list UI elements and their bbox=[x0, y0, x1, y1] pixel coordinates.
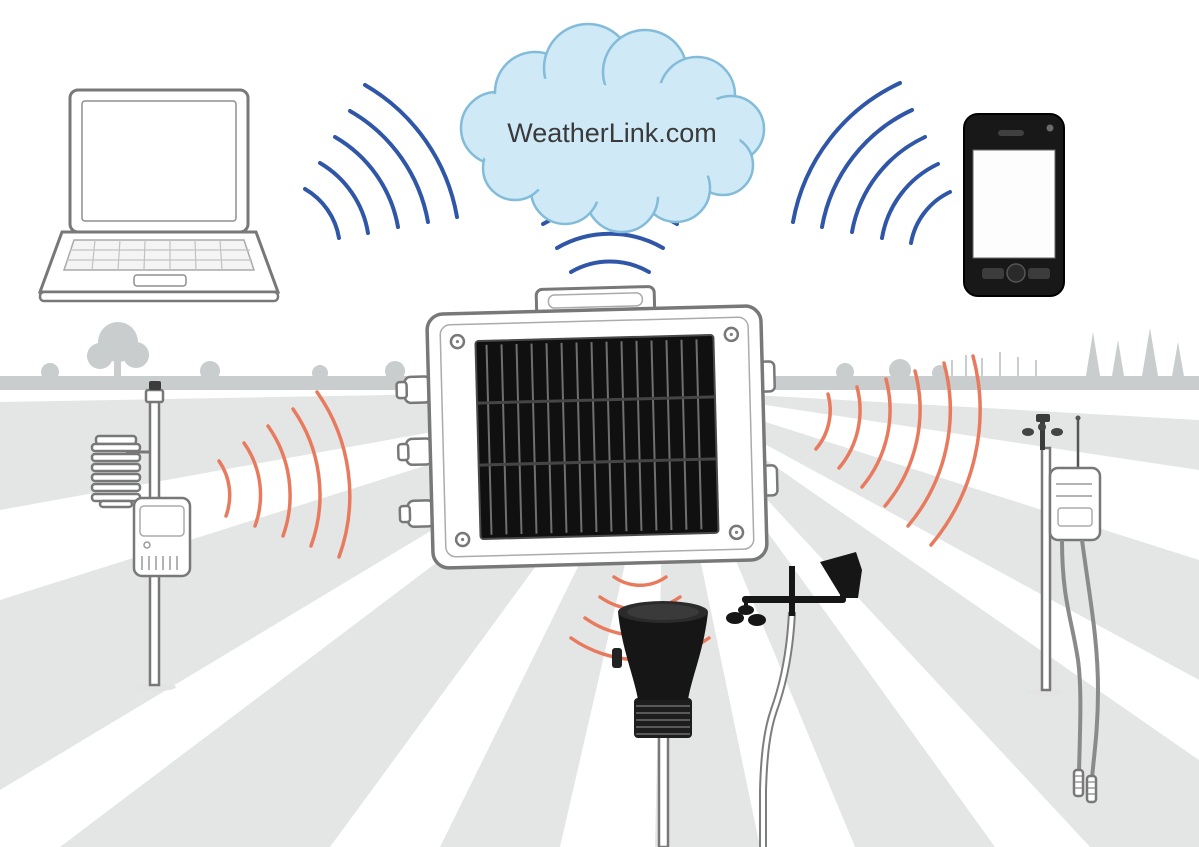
waves-cloud-to-phone bbox=[791, 81, 952, 245]
waves-laptop-to-cloud bbox=[303, 83, 459, 240]
weatherlink-cloud-icon: WeatherLink.com bbox=[459, 22, 766, 234]
phone-screen bbox=[972, 149, 1056, 259]
solar-powered-gateway-icon bbox=[395, 285, 779, 570]
temperature-humidity-station-icon bbox=[90, 381, 192, 691]
laptop-computer-icon bbox=[37, 88, 281, 303]
rain-collector-icon bbox=[612, 601, 708, 847]
laptop-touchpad bbox=[133, 274, 187, 287]
transmitter-box bbox=[132, 496, 192, 578]
soil-station-box bbox=[1048, 466, 1102, 542]
waves-gateway-to-right-station bbox=[814, 354, 982, 547]
phone-camera bbox=[1046, 124, 1054, 132]
rain-collector-base bbox=[634, 698, 692, 738]
soil-probe bbox=[1072, 768, 1085, 798]
smartphone-icon bbox=[963, 113, 1065, 297]
anemometer-wind-vane-icon bbox=[726, 552, 862, 847]
laptop-screen bbox=[81, 100, 237, 222]
phone-home-button bbox=[1006, 263, 1026, 283]
soil-probe bbox=[1085, 774, 1098, 804]
phone-button-right bbox=[1028, 268, 1050, 279]
wind-cups bbox=[726, 612, 744, 624]
phone-button-left bbox=[982, 268, 1004, 279]
rain-collector-cone bbox=[618, 612, 708, 700]
cloud-label: WeatherLink.com bbox=[507, 118, 717, 148]
wind-vane bbox=[820, 552, 862, 598]
soil-moisture-station-icon bbox=[1022, 414, 1102, 804]
waves-gateway-to-left-station bbox=[217, 390, 352, 559]
phone-speaker bbox=[998, 130, 1024, 136]
anemometer-crossarm bbox=[742, 596, 846, 603]
